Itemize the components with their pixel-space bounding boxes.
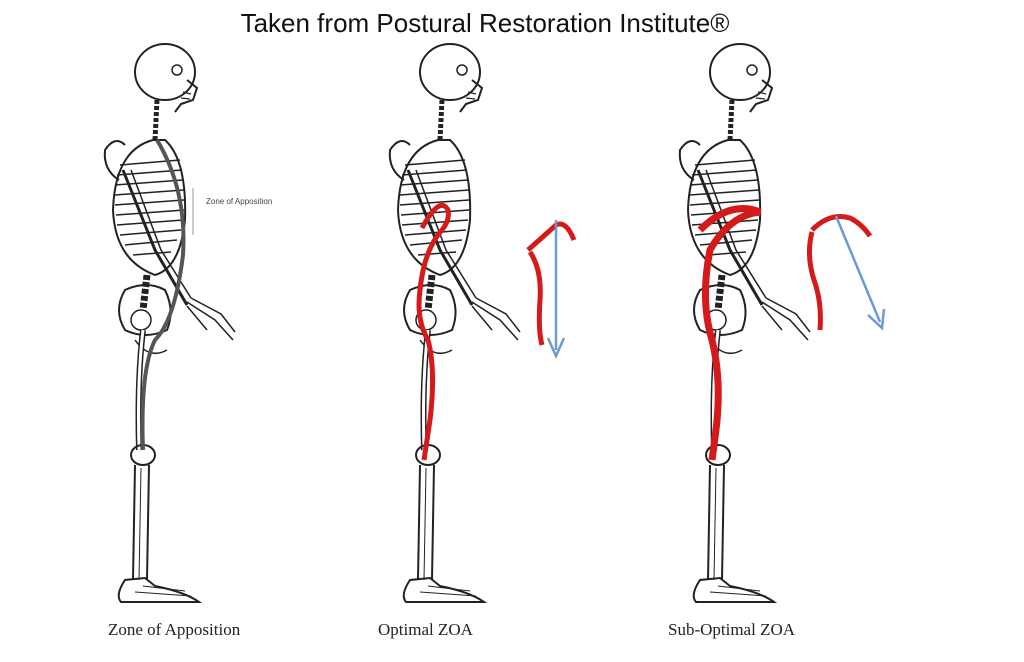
- diaphragm-line: [140, 138, 186, 451]
- diaphragm-curve-icon: [806, 214, 873, 331]
- panel-zone-of-apposition: [95, 40, 285, 610]
- caption-sub-optimal-zoa: Sub-Optimal ZOA: [668, 620, 796, 639]
- diagonal-arrow-icon: [834, 215, 882, 323]
- skeleton-figure-3: [670, 40, 886, 610]
- caption-optimal-zoa: Optimal ZOA: [378, 620, 473, 639]
- diaphragm-red: [697, 205, 762, 461]
- diaphragm-red: [416, 203, 451, 461]
- page-title: Taken from Postural Restoration Institut…: [240, 8, 730, 38]
- panel-optimal-zoa: [380, 40, 620, 610]
- panel-sub-optimal-zoa: [670, 40, 910, 610]
- diaphragm-curve-icon: [526, 221, 577, 346]
- skeleton-figure-2: [380, 40, 577, 610]
- caption-zone-of-apposition: Zone of Apposition: [108, 620, 241, 639]
- skeleton-figure-1: [95, 40, 285, 610]
- zoa-annotation: Zone of Apposition: [206, 197, 273, 206]
